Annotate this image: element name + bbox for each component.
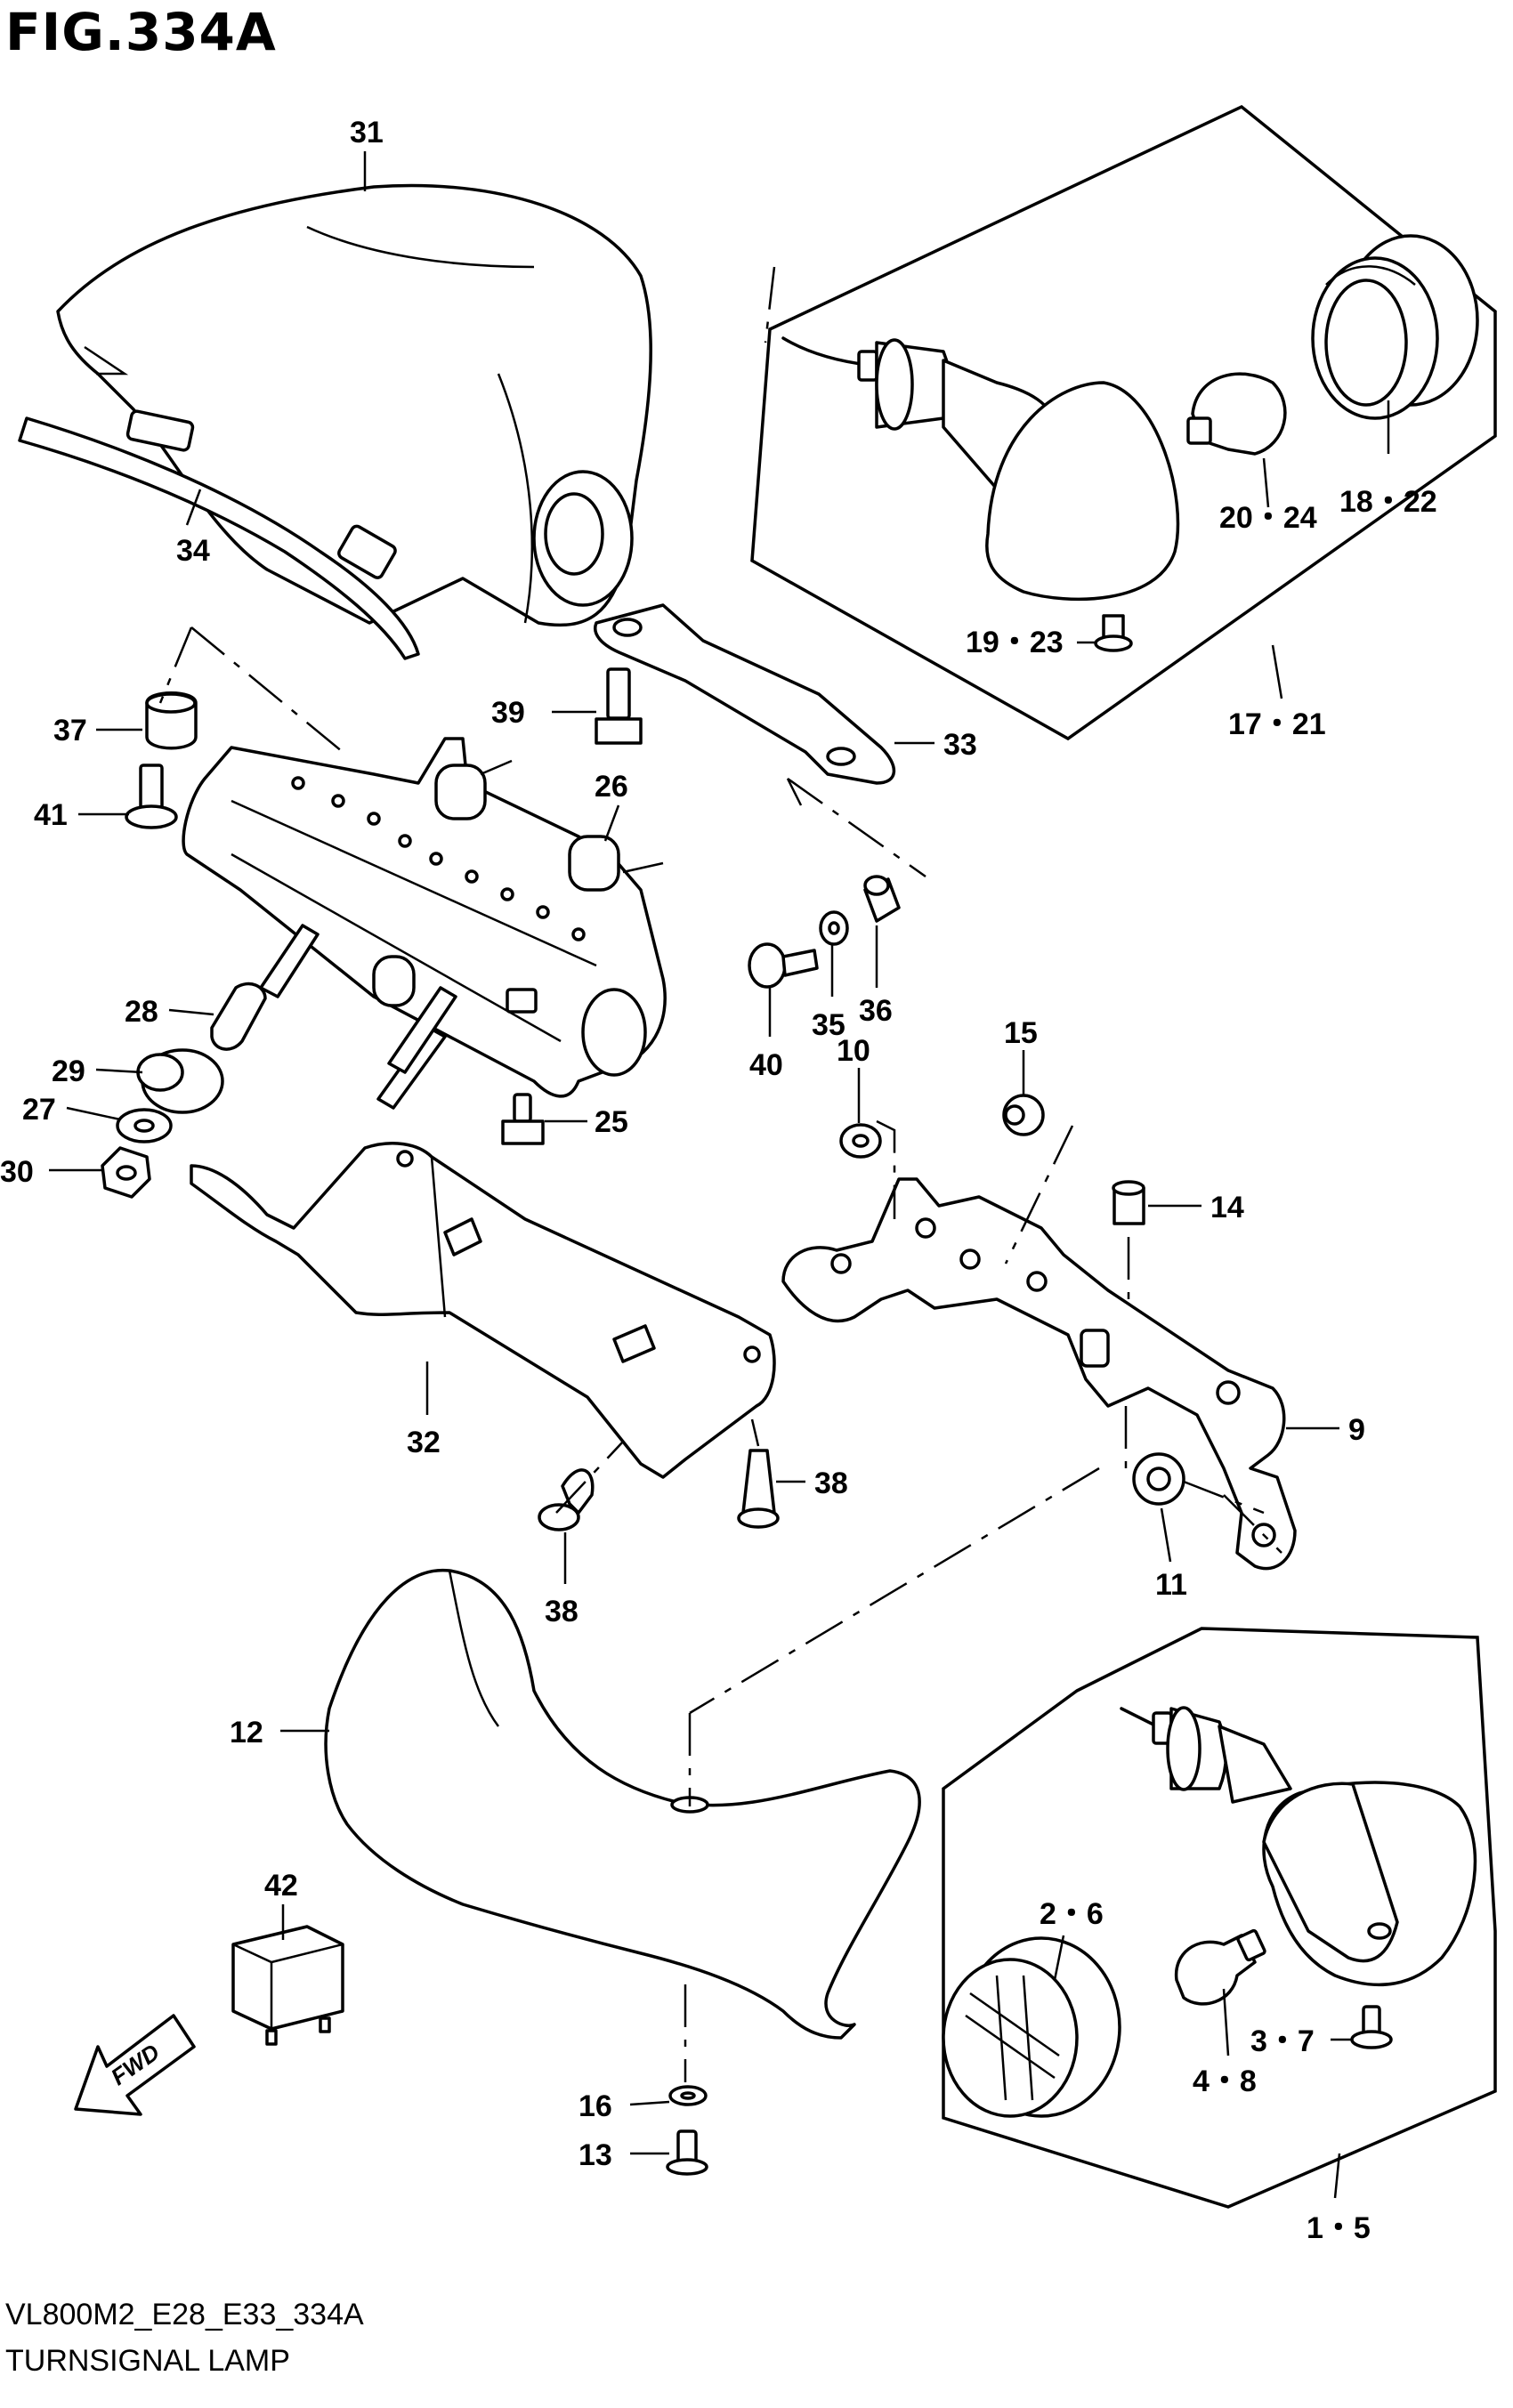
part-33-stay bbox=[594, 603, 896, 785]
part-42-relay bbox=[231, 1925, 344, 2046]
part-35-washer bbox=[819, 910, 849, 946]
part-38-clip-a bbox=[737, 1449, 780, 1529]
part-3-7-screw bbox=[1350, 2005, 1393, 2049]
callout-17-21: 17・21 bbox=[1228, 707, 1326, 741]
callout-18-22: 18・22 bbox=[1339, 485, 1437, 519]
callout-34: 34 bbox=[176, 534, 210, 568]
part-32-plate bbox=[190, 1142, 776, 1479]
part-36-spacer bbox=[863, 875, 901, 923]
callout-32: 32 bbox=[407, 1426, 441, 1459]
part-29-grommet bbox=[136, 1048, 224, 1114]
callout-11: 11 bbox=[1155, 1568, 1187, 1602]
part-34-reflector-strip bbox=[18, 409, 420, 660]
callout-20-24: 20・24 bbox=[1219, 501, 1317, 535]
callout-36: 36 bbox=[859, 994, 893, 1028]
callout-40: 40 bbox=[749, 1048, 783, 1082]
part-20-24-bulb bbox=[1186, 372, 1287, 456]
forward-arrow-icon bbox=[74, 2014, 196, 2116]
callout-15: 15 bbox=[1004, 1016, 1038, 1050]
part-9-bracket bbox=[781, 1177, 1297, 1571]
part-38-clip-b bbox=[538, 1468, 595, 1531]
callout-2-6: 2・6 bbox=[1040, 1897, 1104, 1931]
callout-12: 12 bbox=[230, 1716, 263, 1749]
part-39-bolt bbox=[595, 667, 643, 745]
part-17-21-turnsignal-lamp-rear bbox=[781, 336, 1180, 602]
part-41-bolt bbox=[125, 764, 178, 829]
callout-4-8: 4・8 bbox=[1193, 2065, 1257, 2098]
bracket-studs bbox=[259, 924, 457, 1110]
callout-27: 27 bbox=[22, 1093, 56, 1127]
fwd-arrow: FWD bbox=[74, 2014, 196, 2116]
callout-35: 35 bbox=[812, 1008, 846, 1042]
part-25-bolt bbox=[501, 1093, 545, 1145]
callout-37: 37 bbox=[53, 714, 87, 747]
callout-30: 30 bbox=[0, 1155, 34, 1189]
callout-39: 39 bbox=[491, 696, 525, 730]
part-10-nut bbox=[839, 1123, 882, 1159]
part-15-spacer bbox=[1002, 1094, 1045, 1136]
callout-1-5: 1・5 bbox=[1307, 2211, 1371, 2245]
part-13-bolt bbox=[666, 2129, 708, 2176]
callout-labels: 31 34 37 41 39 26 33 28 29 27 30 25 35 3… bbox=[0, 116, 1437, 2245]
callout-26: 26 bbox=[595, 770, 628, 804]
part-37-grommet bbox=[145, 691, 198, 750]
part-28-collar bbox=[210, 982, 267, 1051]
part-30-nut bbox=[101, 1146, 151, 1199]
leader-lines bbox=[49, 151, 1390, 2199]
part-main-bracket bbox=[182, 737, 667, 1098]
callout-25: 25 bbox=[595, 1105, 628, 1139]
part-1-5-turnsignal-lamp-front bbox=[1120, 1706, 1477, 1987]
part-4-8-bulb bbox=[1174, 1928, 1266, 2006]
callout-13: 13 bbox=[578, 2138, 612, 2172]
model-code: VL800M2_E28_E33_334A bbox=[5, 2298, 364, 2331]
assembly-lines bbox=[158, 266, 1282, 2082]
callout-31: 31 bbox=[350, 116, 384, 149]
callout-38-a: 38 bbox=[814, 1467, 848, 1500]
part-14-collar bbox=[1112, 1180, 1145, 1225]
part-18-22-lens bbox=[1311, 234, 1479, 420]
callout-14: 14 bbox=[1210, 1191, 1244, 1224]
callout-16: 16 bbox=[578, 2089, 612, 2123]
part-27-washer bbox=[116, 1108, 173, 1143]
assembly-box-17-21 bbox=[750, 104, 1497, 741]
figure-title: FIG.334A bbox=[5, 2, 277, 62]
part-11-nut bbox=[1132, 1452, 1185, 1506]
assembly-box-1-5 bbox=[942, 1627, 1497, 2209]
part-19-23-screw bbox=[1094, 614, 1133, 652]
callout-41: 41 bbox=[34, 798, 68, 832]
callout-9: 9 bbox=[1348, 1413, 1365, 1447]
callout-28: 28 bbox=[125, 995, 158, 1029]
part-2-6-lens bbox=[942, 1936, 1121, 2118]
figure-name: TURNSIGNAL LAMP bbox=[5, 2344, 290, 2378]
callout-38-b: 38 bbox=[545, 1595, 578, 1628]
part-31-rear-cover bbox=[56, 183, 652, 627]
part-12-cover bbox=[324, 1568, 921, 2040]
bracket-holes bbox=[291, 776, 586, 941]
callout-33: 33 bbox=[943, 728, 977, 762]
callout-42: 42 bbox=[264, 1869, 298, 1903]
part-16-washer bbox=[668, 2085, 708, 2106]
callout-10: 10 bbox=[837, 1034, 870, 1068]
callout-29: 29 bbox=[52, 1055, 85, 1088]
callout-3-7: 3・7 bbox=[1250, 2024, 1315, 2058]
callout-19-23: 19・23 bbox=[966, 626, 1064, 659]
part-40-screw bbox=[748, 942, 819, 989]
